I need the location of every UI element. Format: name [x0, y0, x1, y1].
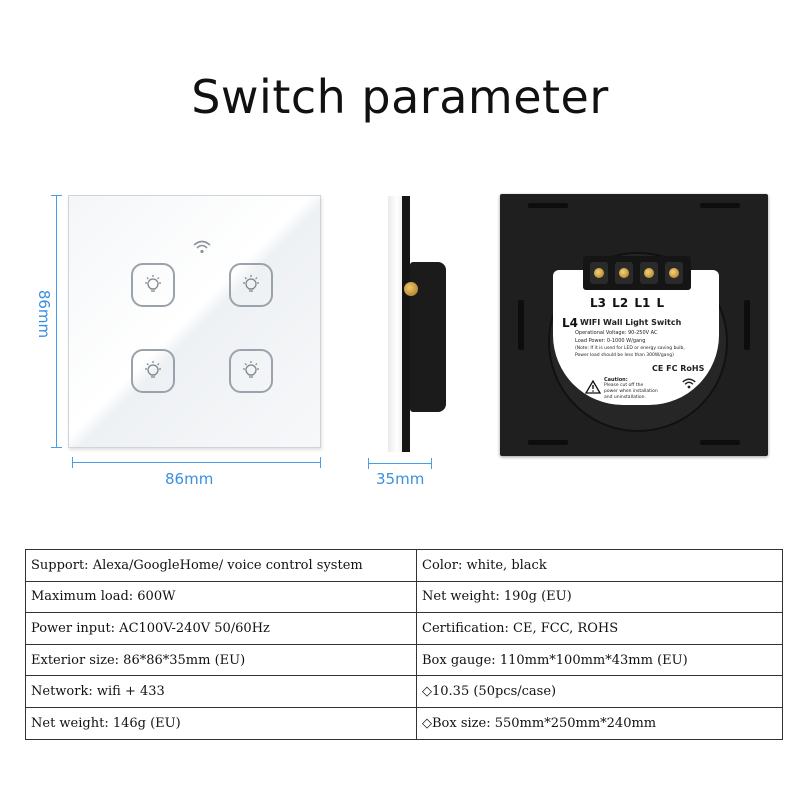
mount-slot [744, 300, 750, 350]
caution-line-3: and uninstallation. [604, 395, 646, 400]
terminal-screw-icon [615, 262, 633, 284]
spec-cell: Network: wifi + 433 [25, 675, 417, 708]
page-title: Switch parameter [191, 70, 609, 124]
spec-table: Support: Alexa/GoogleHome/ voice control… [25, 549, 783, 740]
product-name: WIFI Wall Light Switch [580, 318, 682, 327]
terminal-screw-icon [590, 262, 608, 284]
mount-slot [528, 203, 568, 208]
terminal-screw-icon [665, 262, 683, 284]
spec-cell: Exterior size: 86*86*35mm (EU) [25, 643, 417, 677]
certification-marks: CE FC RoHS [652, 364, 705, 373]
touch-button-2[interactable] [229, 263, 273, 307]
side-frame [402, 196, 410, 452]
height-dimension-cap-top [51, 195, 62, 196]
mount-slot [528, 440, 568, 445]
terminal-l4-label: L4 [562, 316, 578, 330]
mount-slot [700, 440, 740, 445]
table-row: Network: wifi + 433 ◇10.35 (50pcs/case) [25, 675, 783, 708]
warning-icon [585, 380, 601, 394]
height-dimension-line [56, 195, 57, 448]
spec-cell: Maximum load: 600W [25, 580, 417, 614]
spec-cell: Certification: CE, FCC, ROHS [416, 612, 783, 645]
bulb-icon [243, 361, 259, 378]
wifi-icon [193, 240, 211, 254]
wifi-icon [682, 378, 696, 389]
spec-cell: ◇10.35 (50pcs/case) [416, 675, 783, 708]
depth-dimension-line [368, 463, 432, 464]
spec-cell: Box gauge: 110mm*100mm*43mm (EU) [416, 643, 783, 677]
spec-cell: Net weight: 190g (EU) [416, 580, 783, 614]
height-dimension-label: 86mm [35, 289, 53, 339]
depth-dimension-cap-right [431, 458, 432, 469]
side-screw-icon [404, 282, 418, 296]
touch-button-1[interactable] [131, 263, 175, 307]
spec-cell: Color: white, black [416, 549, 783, 582]
touch-button-3[interactable] [131, 349, 175, 393]
caution-title: Caution: [604, 377, 628, 383]
mount-slot [700, 203, 740, 208]
note-line-1: (Note: If it is used for LED or energy s… [575, 346, 685, 351]
table-row: Maximum load: 600W Net weight: 190g (EU) [25, 580, 783, 614]
height-dimension-cap-bottom [51, 447, 62, 448]
terminal-labels: L3 L2 L1 L [590, 296, 665, 310]
bulb-icon [145, 361, 161, 378]
depth-dimension-cap-left [368, 458, 369, 469]
terminal-screw-icon [640, 262, 658, 284]
bulb-icon [243, 275, 259, 292]
spec-cell: Power input: AC100V-240V 50/60Hz [25, 612, 417, 645]
touch-button-4[interactable] [229, 349, 273, 393]
width-dimension-label: 86mm [165, 470, 214, 488]
table-row: Power input: AC100V-240V 50/60Hz Certifi… [25, 612, 783, 645]
load-power-text: Load Power: 0-1000 W/gang [575, 338, 646, 344]
table-row: Net weight: 146g (EU) ◇Box size: 550mm*2… [25, 706, 783, 740]
bulb-icon [145, 275, 161, 292]
caution-line-2: power when installation [604, 389, 658, 394]
mount-slot [518, 300, 524, 350]
width-dimension-cap-left [72, 457, 73, 468]
width-dimension-line [72, 462, 321, 463]
spec-cell: Net weight: 146g (EU) [25, 706, 417, 740]
table-row: Support: Alexa/GoogleHome/ voice control… [25, 549, 783, 582]
note-line-2: Power load should be less than 300W/gang… [575, 353, 674, 358]
table-row: Exterior size: 86*86*35mm (EU) Box gauge… [25, 643, 783, 677]
front-panel [68, 195, 321, 448]
depth-dimension-label: 35mm [376, 470, 425, 488]
width-dimension-cap-right [320, 457, 321, 468]
voltage-text: Operational Voltage: 90-250V AC [575, 330, 658, 336]
spec-cell: ◇Box size: 550mm*250mm*240mm [416, 706, 783, 740]
spec-cell: Support: Alexa/GoogleHome/ voice control… [25, 549, 417, 582]
caution-line-1: Please cut off the [604, 383, 644, 388]
